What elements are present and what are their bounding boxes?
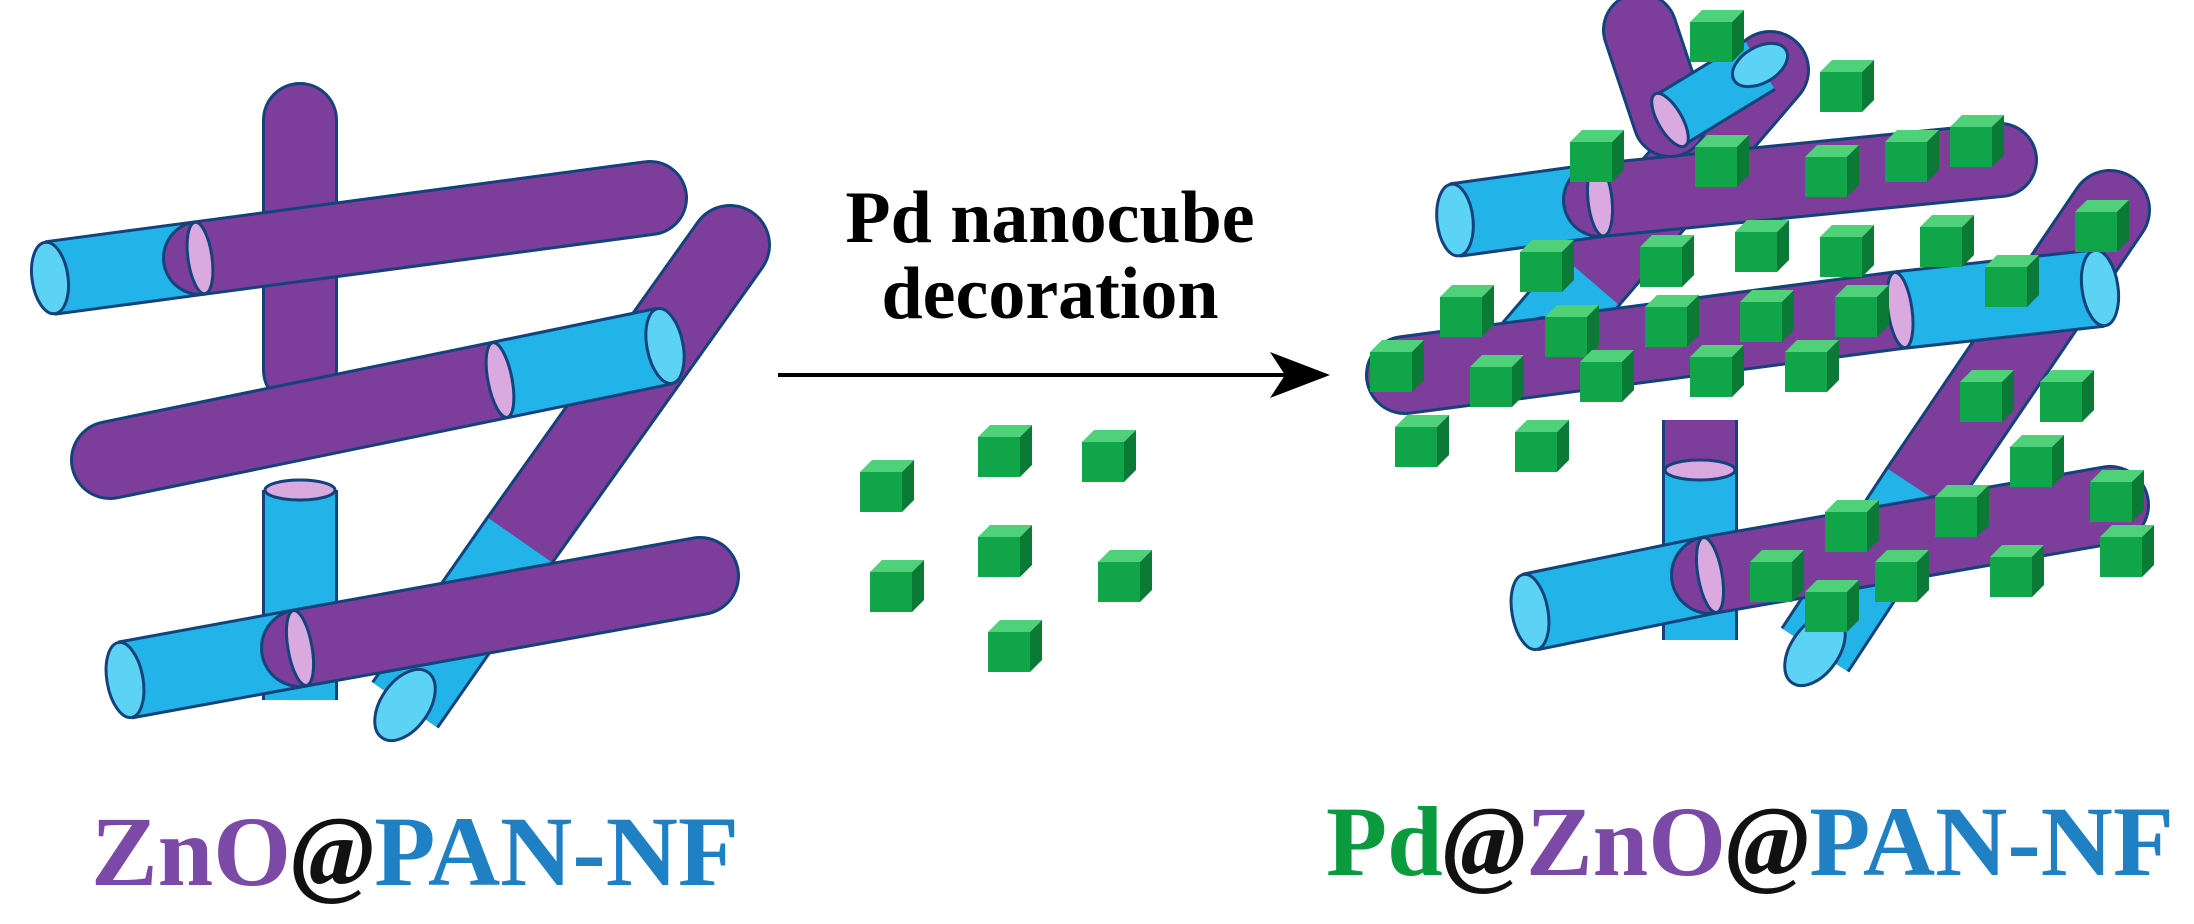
right-composite-label: Pd@ZnO@PAN-NF xyxy=(1326,786,2174,897)
pd-nanocube xyxy=(1735,220,1789,272)
label-at-symbol: @ xyxy=(1443,786,1526,897)
process-label-line1: Pd nanocube xyxy=(845,177,1254,259)
label-zno: ZnO xyxy=(1526,786,1726,897)
pd-nanocube xyxy=(1695,135,1749,187)
label-pd: Pd xyxy=(1326,786,1443,897)
process-arrow xyxy=(778,352,1330,398)
pd-nanocube xyxy=(2075,200,2129,252)
zno-pan-nanofiber-assembly xyxy=(29,82,771,743)
pd-nanocube xyxy=(1740,290,1794,342)
pd-nanocube xyxy=(1690,345,1744,397)
pd-nanocube xyxy=(988,620,1042,672)
pd-nanocube xyxy=(1580,350,1634,402)
pd-nanocube xyxy=(1885,130,1939,182)
pd-nanocube xyxy=(978,525,1032,577)
pd-nanocube xyxy=(1645,295,1699,347)
pd-nanocube xyxy=(1820,225,1874,277)
pd-nanocube xyxy=(2090,470,2144,522)
pd-nanocube xyxy=(1750,550,1804,602)
pd-nanocube xyxy=(1960,370,2014,422)
pd-nanocube xyxy=(1545,305,1599,357)
pd-nanocube-cluster xyxy=(860,425,1152,672)
process-label-line2: decoration xyxy=(881,253,1218,335)
label-at-symbol: @ xyxy=(1726,786,1809,897)
pd-nanocube xyxy=(1082,430,1136,482)
pd-nanocube xyxy=(1440,285,1494,337)
pd-nanocube xyxy=(1835,285,1889,337)
label-at-symbol: @ xyxy=(291,796,374,907)
pd-nanocube xyxy=(860,460,914,512)
pd-nanocube xyxy=(1825,500,1879,552)
pd-nanocube xyxy=(1875,550,1929,602)
pd-nanocube xyxy=(1515,420,1569,472)
pd-nanocube xyxy=(1520,240,1574,292)
pd-nanocube xyxy=(978,425,1032,477)
middle-horizontal-fiber xyxy=(70,306,686,500)
pd-nanocube xyxy=(1098,550,1152,602)
bottom-horizontal-fiber xyxy=(104,536,740,720)
pd-nanocube xyxy=(2100,525,2154,577)
label-zno: ZnO xyxy=(91,796,291,907)
pd-nanocube xyxy=(1920,215,1974,267)
pd-nanocube xyxy=(1570,130,1624,182)
pd-nanocube xyxy=(1370,340,1424,392)
top-horizontal-fiber xyxy=(29,160,688,316)
pd-nanocube xyxy=(1640,235,1694,287)
pd-nanocube xyxy=(2040,370,2094,422)
top-diagonal-fiber xyxy=(1602,0,1789,158)
pd-nanocube xyxy=(1935,485,1989,537)
pd-nanocube xyxy=(1985,255,2039,307)
pd-nanocube xyxy=(1690,10,1744,62)
pd-nanocube xyxy=(1950,115,2004,167)
pd-nanocube xyxy=(1785,340,1839,392)
pd-nanocube xyxy=(1805,580,1859,632)
pd-nanocube xyxy=(1395,415,1449,467)
pd-nanocube xyxy=(1470,355,1524,407)
pd-nanocube xyxy=(1805,145,1859,197)
label-pan-nf: PAN-NF xyxy=(1809,786,2174,897)
pd-nanocube xyxy=(2010,435,2064,487)
pd-nanocube xyxy=(870,560,924,612)
pd-nanocube xyxy=(1820,60,1874,112)
pd-nanocube xyxy=(1990,545,2044,597)
left-composite-label: ZnO@PAN-NF xyxy=(91,796,739,907)
pd-zno-pan-nanofiber-assembly xyxy=(1365,0,2154,688)
label-pan-nf: PAN-NF xyxy=(374,796,739,907)
